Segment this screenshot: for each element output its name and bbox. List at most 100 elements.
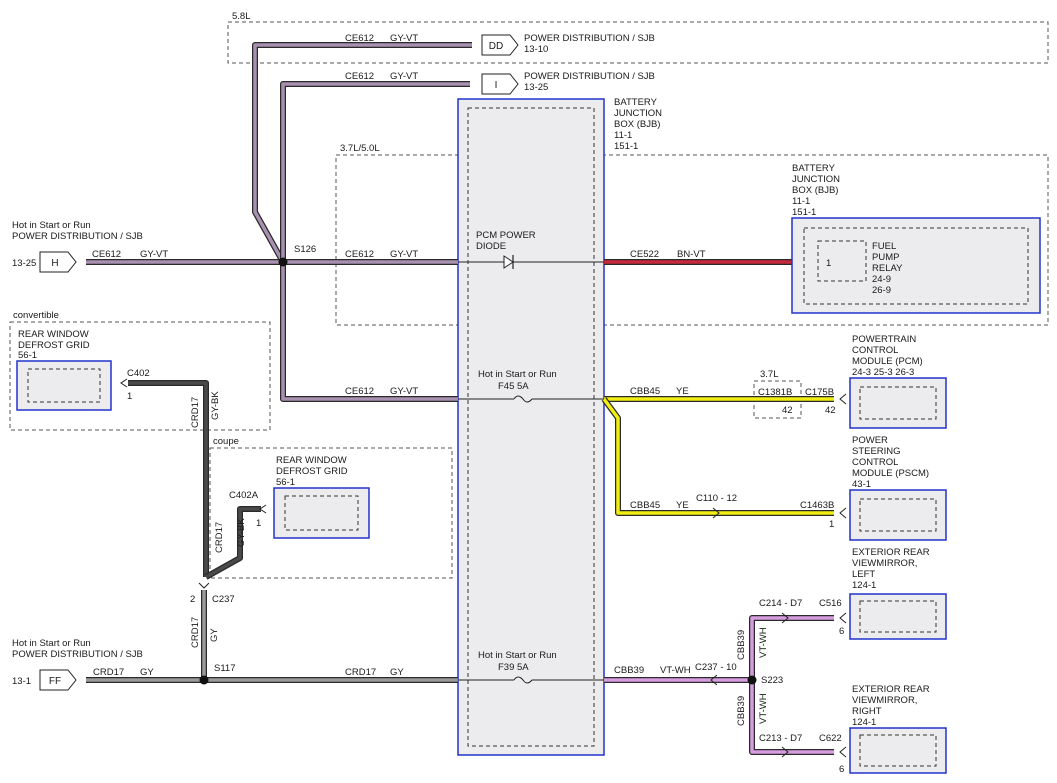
label-c175b: C175B (805, 387, 834, 398)
wire-crd17-coupe (204, 506, 261, 580)
label-bnvt: BN-VT (677, 249, 706, 260)
svg-text:I: I (495, 80, 498, 91)
label-ce612-b: CE612 (345, 71, 374, 82)
label-ce612-d: CE612 (345, 249, 374, 260)
group-convertible (9, 321, 271, 431)
label-bjb2-5: 151-1 (792, 207, 816, 218)
label-hot2-ref: 13-1 (12, 676, 31, 687)
label-gyvt-a: GY-VT (390, 33, 418, 44)
battery-junction-box-inner (467, 107, 595, 747)
c516-connector-icon (839, 612, 847, 624)
label-pcm-1: POWERTRAIN (852, 334, 916, 345)
label-c402a: C402A (229, 490, 259, 501)
label-c1463b: C1463B (800, 500, 834, 511)
label-bjb-4: 11-1 (614, 130, 632, 141)
diagram-labels: 5.8L 3.7L/5.0L convertible coupe 3.7L PO… (12, 11, 930, 775)
label-ce612-c: CE612 (92, 249, 121, 260)
label-crd17-v2: CRD17 (214, 522, 225, 553)
label-f39: F39 5A (498, 662, 529, 673)
power-steering-control-module-inner (859, 498, 937, 532)
wire-cbb45-to-pscm (601, 397, 834, 516)
label-rwd1-2: DEFROST GRID (18, 340, 90, 351)
label-gyvt-b: GY-VT (390, 71, 418, 82)
label-vtwh-v2: VT-WH (758, 693, 769, 724)
label-gyvt-e: GY-VT (390, 386, 418, 397)
rear-window-defrost-grid-coupe-inner (284, 495, 359, 531)
label-s223: S223 (761, 675, 783, 686)
label-hot-f39: Hot in Start or Run (478, 650, 557, 661)
c402-connector-icon (120, 378, 128, 388)
label-bjb-3: BOX (BJB) (614, 119, 660, 130)
label-gy-b: GY (390, 667, 404, 678)
c1463b-connector-icon (839, 507, 847, 519)
label-gyvt-d: GY-VT (390, 249, 418, 260)
label-hot2-line2: POWER DISTRIBUTION / SJB (12, 649, 143, 660)
label-c516-pin: 6 (839, 626, 844, 637)
powertrain-control-module-inner (859, 386, 937, 420)
label-convertible: convertible (13, 310, 59, 321)
label-pscm-3: CONTROL (852, 457, 898, 468)
rear-window-defrost-grid-convertible-inner (27, 368, 101, 403)
label-c110: C110 - 12 (696, 493, 737, 504)
svg-text:DD: DD (489, 41, 503, 52)
label-pcm-2: CONTROL (852, 345, 898, 356)
label-relay-4: 24-9 (872, 274, 891, 285)
label-gy-a: GY (140, 667, 154, 678)
exterior-rear-view-mirror-right-inner (859, 734, 937, 767)
label-erm-r-1: EXTERIOR REAR (852, 684, 930, 695)
wire-ce612-to-f45 (280, 262, 458, 402)
label-pscm-5: 43-1 (852, 479, 871, 490)
label-pd1-name: POWER DISTRIBUTION / SJB (524, 33, 655, 44)
label-bjb-2: JUNCTION (614, 108, 662, 119)
label-bjb-1: BATTERY (614, 97, 658, 108)
label-bjb2-3: BOX (BJB) (792, 185, 838, 196)
label-c1463b-pin: 1 (829, 519, 834, 530)
fuel-pump-relay (817, 240, 867, 282)
label-3-7l-5-0l: 3.7L/5.0L (340, 143, 380, 154)
label-ce612-e: CE612 (345, 386, 374, 397)
label-c237-pin: 2 (190, 594, 195, 605)
label-c214: C214 - D7 (759, 598, 802, 609)
c237-10-connector-icon (710, 674, 718, 686)
label-c516: C516 (819, 598, 842, 609)
label-c237-10: C237 - 10 (695, 662, 737, 673)
splice-s223 (747, 675, 757, 685)
label-erm-l-2: VIEWMIRROR, (852, 558, 917, 569)
label-gy-v3: GY (209, 628, 220, 642)
label-c175b-pin: 42 (825, 405, 836, 416)
label-hot2-line1: Hot in Start or Run (12, 638, 91, 649)
c214-connector-icon (781, 612, 789, 624)
group-5-8l (227, 21, 1049, 64)
label-relay-pin: 1 (826, 258, 831, 269)
c175b-connector-icon (839, 393, 847, 405)
label-erm-r-3: RIGHT (852, 706, 882, 717)
label-s117: S117 (214, 663, 235, 674)
label-rwd2-3: 56-1 (276, 477, 295, 488)
label-ye-a: YE (676, 386, 689, 397)
label-bjb2-2: JUNCTION (792, 174, 840, 185)
label-hot-f45: Hot in Start or Run (478, 369, 557, 380)
label-ce522: CE522 (630, 249, 659, 260)
label-vtwh-v1: VT-WH (758, 627, 769, 658)
label-pcm-diode-1: PCM POWER (476, 230, 536, 241)
label-cbb45-b: CBB45 (630, 500, 660, 511)
label-coupe: coupe (213, 436, 239, 447)
label-pd1-ref: 13-10 (524, 44, 548, 55)
label-erm-r-2: VIEWMIRROR, (852, 695, 917, 706)
label-c622: C622 (819, 733, 842, 744)
group-coupe (209, 447, 453, 579)
label-relay-2: PUMP (872, 252, 899, 263)
label-rwd1-1: REAR WINDOW (18, 329, 89, 340)
c622-connector-icon (839, 746, 847, 758)
svg-text:FF: FF (49, 676, 61, 687)
label-relay-3: RELAY (872, 263, 903, 274)
label-cbb39-v1: CBB39 (736, 630, 747, 660)
wire-crd17-convertible (128, 380, 209, 577)
label-relay-1: FUEL (872, 241, 896, 252)
label-rwd2-2: DEFROST GRID (276, 466, 348, 477)
wire-cbb39-right-mirror (749, 680, 834, 755)
exterior-rear-view-mirror-left-inner (859, 600, 937, 633)
label-erm-l-4: 124-1 (852, 580, 876, 591)
label-erm-l-3: LEFT (852, 569, 875, 580)
